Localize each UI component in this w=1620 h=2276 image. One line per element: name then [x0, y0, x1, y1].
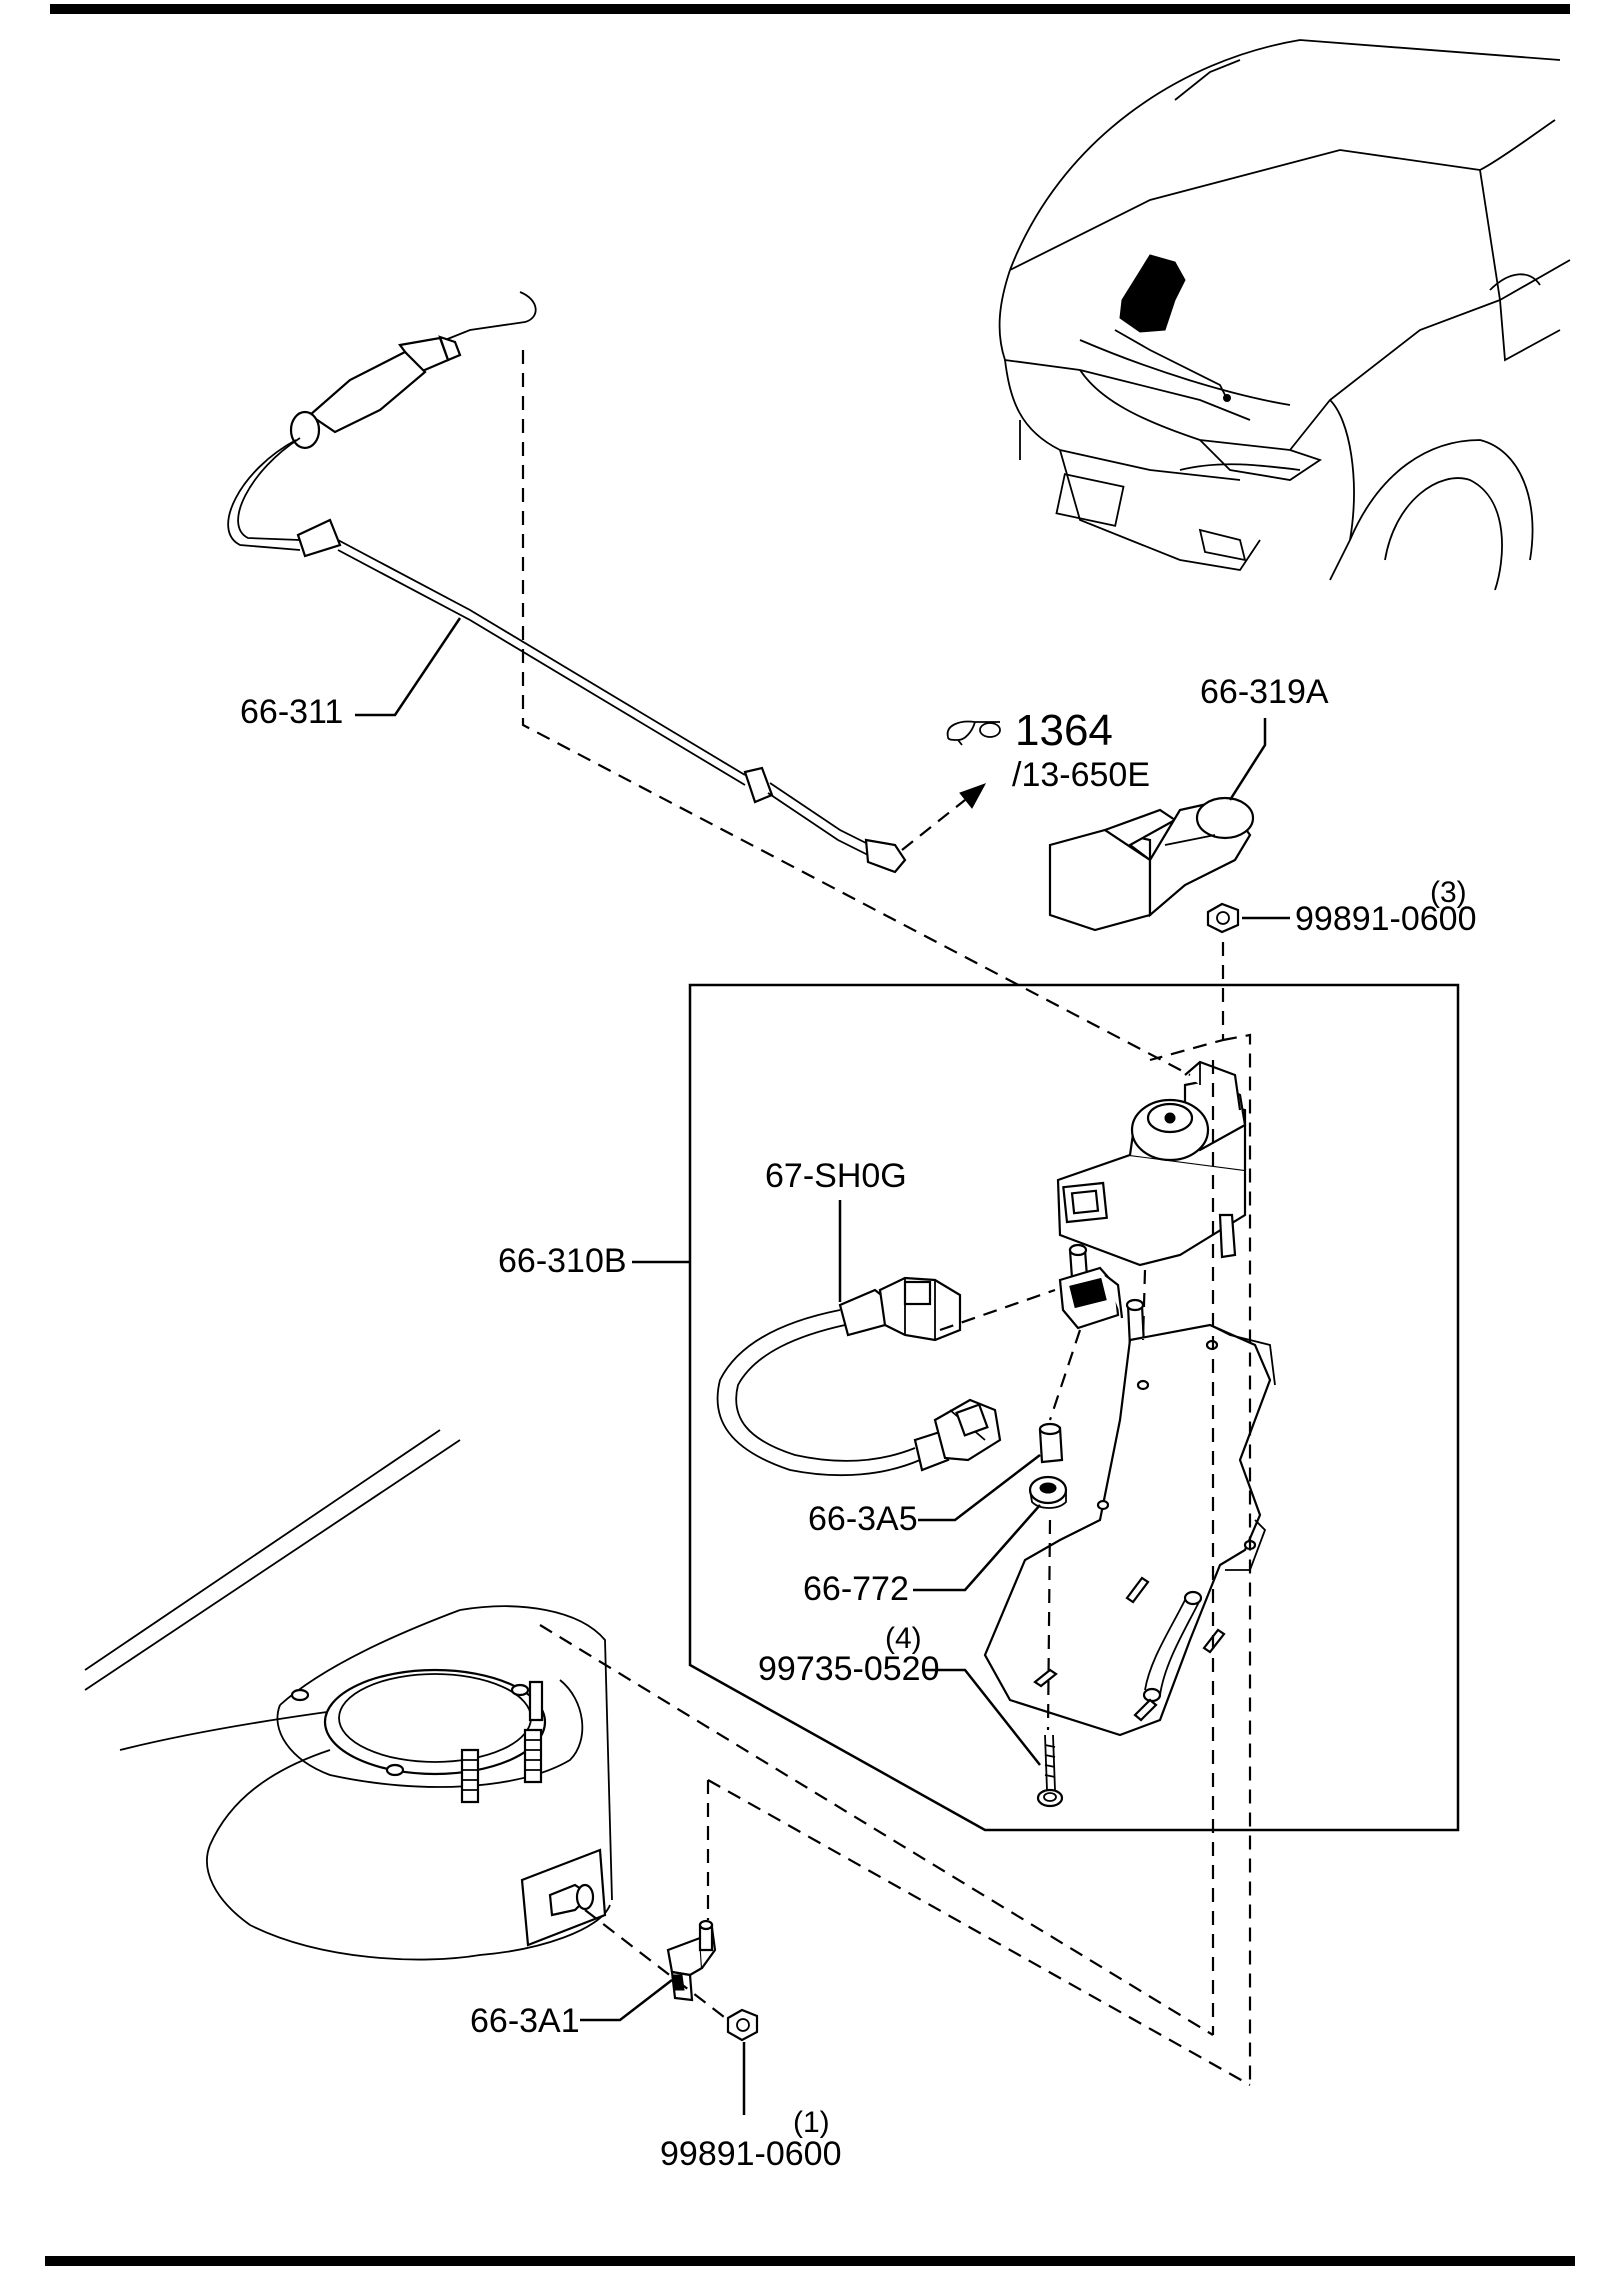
- hood-release-cable: [227, 291, 907, 874]
- latch-connector: [1058, 1266, 1124, 1330]
- part-number-label: 66-3A5: [808, 1500, 918, 1538]
- mounting-bracket: [666, 1919, 717, 2002]
- part-number-label: 99891-0600: [1295, 900, 1477, 938]
- part-number-label: 99891-0600: [660, 2135, 842, 2173]
- vehicle-location-illustration: [998, 39, 1571, 591]
- reference-callout: 1364 /13-650E: [901, 706, 1150, 851]
- label-group-66-772: 66-772: [803, 1504, 1041, 1608]
- part-number-label: 66-3A1: [470, 2002, 580, 2040]
- strut-stud: [460, 1680, 544, 1804]
- label-group-bolt: (4) 99735-0520: [758, 1622, 1041, 1766]
- label-group-nut-1: (1) 99891-0600: [660, 2042, 842, 2173]
- label-group-66-311: 66-311: [240, 617, 462, 731]
- part-number-label: 66-319A: [1200, 673, 1329, 711]
- part-number-label: 66-310B: [498, 1242, 627, 1280]
- bottom-border-rule: [45, 2256, 1575, 2266]
- part-number-label: 67-SH0G: [765, 1157, 907, 1195]
- bushing: [1038, 1422, 1064, 1464]
- bolt: [1036, 1734, 1064, 1808]
- reference-section-number: /13-650E: [1012, 756, 1150, 794]
- quantity-label: (1): [793, 2106, 830, 2139]
- body-panel-strut-tower: [84, 1429, 613, 1961]
- nut-lower: [726, 2008, 759, 2042]
- assembly-lines: [521, 350, 1252, 2086]
- pointing-hand-icon: [946, 720, 1001, 746]
- label-group-66-310b: 66-310B: [498, 1242, 690, 1280]
- assembly-frame: [688, 983, 1460, 1832]
- wiring-harness: [716, 1276, 1002, 1477]
- part-number-label: 66-311: [240, 693, 343, 731]
- quantity-label: (3): [1430, 876, 1467, 909]
- grommet: [1028, 1475, 1068, 1509]
- label-group-nut-3: (3) 99891-0600: [1242, 876, 1477, 938]
- label-group-66-3a5: 66-3A5: [808, 1454, 1041, 1538]
- hood-release-knob: [1048, 796, 1255, 932]
- part-number-label: 99735-0520: [758, 1650, 940, 1688]
- label-group-66-3a1: 66-3A1: [470, 1979, 673, 2040]
- part-number-label: 66-772: [803, 1570, 909, 1608]
- label-group-67-sh0g: 67-SH0G: [765, 1157, 907, 1302]
- label-group-66-319a: 66-319A: [1200, 673, 1329, 801]
- top-border-rule: [50, 4, 1570, 14]
- reference-page-number: 1364: [1015, 706, 1113, 755]
- nut-upper: [1206, 902, 1240, 934]
- hood-latch-assembly: [1056, 1060, 1247, 1349]
- latch-bracket-plate: [983, 1323, 1276, 1737]
- quantity-label: (4): [885, 1622, 922, 1655]
